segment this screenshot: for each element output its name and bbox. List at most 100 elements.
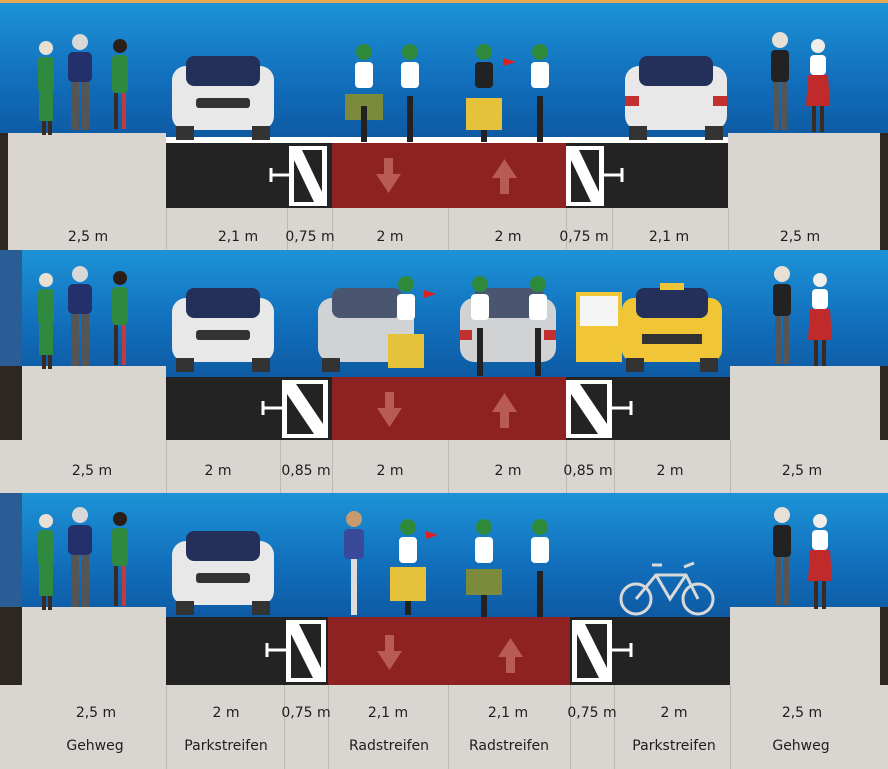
measure-band [0,685,888,769]
section-2-illustration [38,266,832,438]
arrow-up-icon [492,159,517,194]
divider [284,685,285,769]
divider [448,208,449,250]
divider [166,208,167,250]
pedestrian-icon [771,32,789,130]
bicycle-icon [619,561,715,616]
divider [570,685,571,769]
width-label: 2,1 m [217,229,259,245]
divider [566,208,567,250]
divider [730,685,731,769]
cargo-bike-icon [466,519,502,617]
sidewalk-right [730,607,880,685]
section-name: Parkstreifen [184,738,268,754]
width-label: 2,5 m [71,463,113,479]
pedestrian-icon [38,41,54,135]
cross-section-2: 2,5 m 2 m 0,85 m 2 m 2 m 0,85 m 2 m 2,5 … [0,250,888,493]
divider [280,440,281,493]
sidewalk-right [730,366,880,440]
divider [730,440,731,493]
section-name: Parkstreifen [632,738,716,754]
cyclist-icon [471,276,489,376]
curb-right [880,607,888,685]
width-label: 0,75 m [567,705,617,721]
cyclist-icon [531,519,549,617]
car-icon [172,56,274,140]
arrow-up-icon [498,638,523,673]
cyclist-icon [401,44,419,142]
sky [0,493,888,617]
pedestrian-icon [112,39,128,129]
cargo-bike-icon [390,519,438,615]
width-label: 0,75 m [559,229,609,245]
pedestrian-icon [808,514,832,609]
pedestrian-icon [112,512,128,606]
divider [566,440,567,493]
pedestrian-icon [112,271,128,365]
width-label: 2 m [376,229,404,245]
car-icon [172,288,274,372]
sidewalk-left [22,607,166,685]
arrow-down-icon [376,158,401,193]
width-label: 2,1 m [367,705,409,721]
section-name: Gehweg [772,738,830,754]
car-icon [625,56,727,140]
sky [0,250,888,378]
measure-band [0,208,888,250]
arrow-up-icon [492,393,517,428]
width-label: 2,5 m [781,705,823,721]
width-label: 2 m [212,705,240,721]
pedestrian-icon [68,34,92,130]
divider [614,685,615,769]
curb-right [880,366,888,440]
divider [328,685,329,769]
arrow-down-icon [377,635,402,670]
width-label: 2,1 m [487,705,529,721]
divider [448,685,449,769]
cargo-bike-icon [388,276,436,368]
hatched-marking-icon [269,146,327,206]
sidewalk-left [22,366,166,440]
divider [332,440,333,493]
width-label: 2,5 m [67,229,109,245]
divider [728,208,729,250]
divider [448,440,449,493]
arrow-down-icon [377,392,402,427]
width-label: 0,75 m [281,705,331,721]
cargo-bike-icon [345,44,383,142]
width-label: 2 m [204,463,232,479]
section-name: Gehweg [66,738,124,754]
curb-right [880,133,888,250]
divider [332,208,333,250]
width-label: 2,5 m [779,229,821,245]
pedestrian-icon [806,39,830,132]
sidewalk-left [8,133,166,208]
pedestrian-icon [38,273,54,369]
hatched-marking-icon [566,146,624,206]
width-label: 2 m [376,463,404,479]
width-label: 0,75 m [285,229,335,245]
cyclist-icon [531,44,549,142]
cross-section-3: 2,5 m 2 m 0,75 m 2,1 m 2,1 m 0,75 m 2 m … [0,493,888,769]
divider [612,208,613,250]
sidewalk-right [728,133,880,208]
width-label: 0,85 m [563,463,613,479]
width-label: 2,5 m [75,705,117,721]
divider [166,440,167,493]
curb-left-dark [0,607,22,685]
car-icon [172,531,274,615]
divider [287,208,288,250]
hatched-marking-icon [261,380,328,438]
pedestrian-icon [68,507,92,607]
section-3-illustration [38,507,832,682]
pedestrian-icon [773,507,791,605]
curb-left [0,133,8,250]
width-label: 2 m [660,705,688,721]
pedestrian-icon [808,273,832,366]
width-label: 2 m [494,463,522,479]
hatched-marking-icon [572,620,633,682]
divider [614,440,615,493]
measure-band [0,440,888,493]
pedestrian-icon [38,514,54,610]
